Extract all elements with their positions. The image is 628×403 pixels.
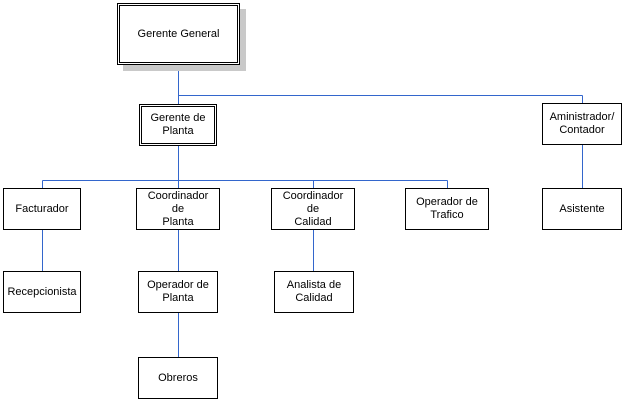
node-asistente: Asistente (542, 188, 622, 230)
node-label: Facturador (15, 202, 69, 215)
node-analista-de-calidad: Analista de Calidad (274, 271, 354, 313)
node-label: Operador de Planta (147, 279, 209, 304)
node-recepcionista: Recepcionista (3, 271, 81, 313)
node-gerente-general: Gerente General (117, 3, 240, 65)
node-label: Operador de Trafico (416, 196, 478, 221)
node-label: Coordinador de Calidad (282, 189, 344, 228)
node-label: Recepcionista (7, 285, 77, 298)
node-label: Coordinador de Planta (147, 189, 209, 228)
node-label: Asistente (559, 202, 605, 215)
node-obreros: Obreros (138, 357, 218, 399)
node-operador-de-trafico: Operador de Trafico (405, 188, 489, 230)
node-facturador: Facturador (3, 188, 81, 230)
node-label: Gerente General (137, 27, 220, 40)
node-label: Analista de Calidad (286, 279, 342, 304)
node-label: Obreros (158, 371, 198, 384)
node-coordinador-de-calidad: Coordinador de Calidad (271, 188, 355, 230)
node-gerente-de-planta: Gerente de Planta (139, 104, 217, 146)
node-label: Aministrador/ Contador (549, 111, 615, 136)
node-operador-de-planta: Operador de Planta (138, 271, 218, 313)
node-administrador-contador: Aministrador/ Contador (542, 103, 622, 145)
node-coordinador-de-planta: Coordinador de Planta (136, 188, 220, 230)
node-label: Gerente de Planta (150, 112, 206, 137)
